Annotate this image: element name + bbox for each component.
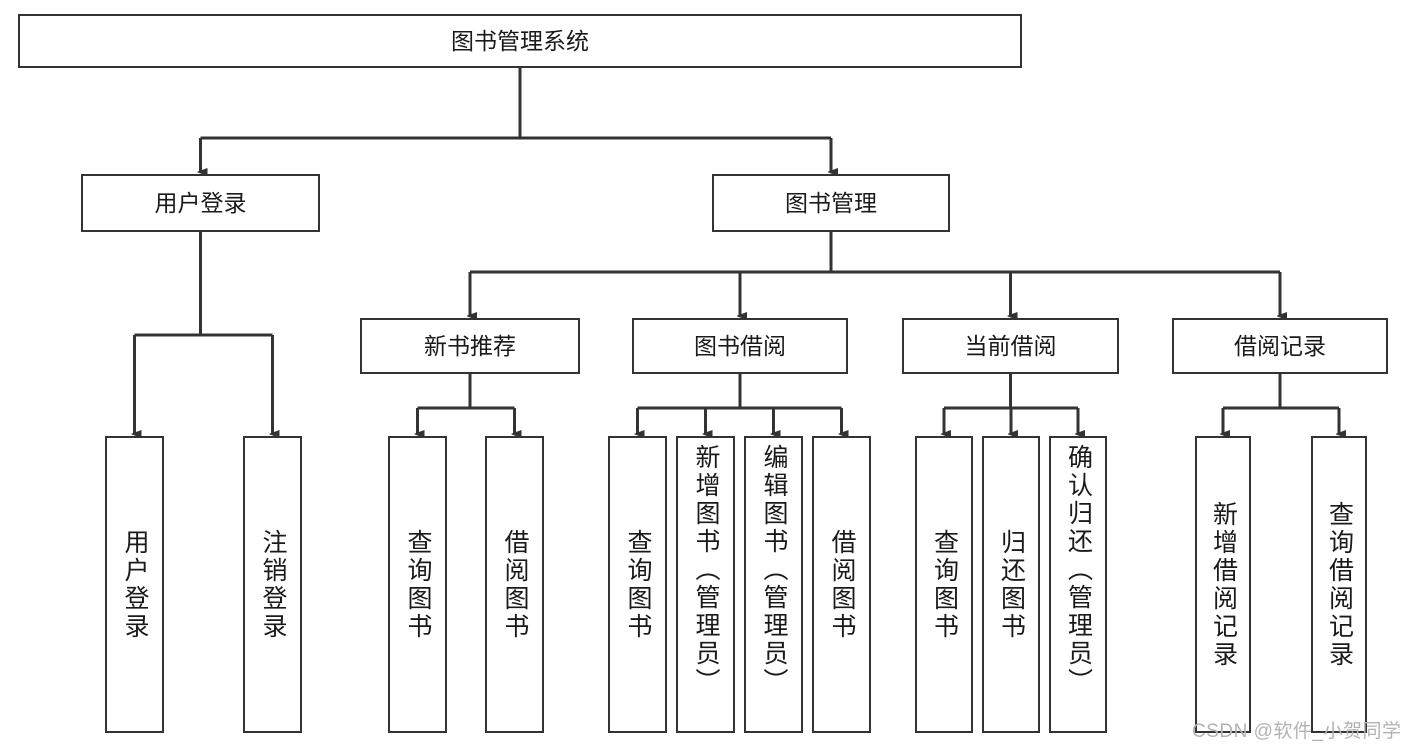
node-label: 编辑图书（管理员） bbox=[760, 444, 788, 696]
node-leaf-logout[interactable]: 注销登录 bbox=[243, 436, 302, 733]
csdn-watermark: CSDN @软件_小贺同学 bbox=[1192, 721, 1402, 742]
node-leaf-edit-book[interactable]: 编辑图书（管理员） bbox=[744, 436, 803, 733]
node-label: 借阅图书 bbox=[828, 528, 856, 641]
node-leaf-borrow-book-1[interactable]: 借阅图书 bbox=[485, 436, 544, 733]
node-leaf-query-record[interactable]: 查询借阅记录 bbox=[1311, 436, 1367, 733]
node-book-manage[interactable]: 图书管理 bbox=[712, 174, 950, 232]
node-new-book-rec[interactable]: 新书推荐 bbox=[360, 318, 580, 374]
node-user-login[interactable]: 用户登录 bbox=[81, 174, 320, 232]
node-leaf-query-book-2[interactable]: 查询图书 bbox=[608, 436, 667, 733]
node-leaf-confirm-return[interactable]: 确认归还（管理员） bbox=[1049, 436, 1107, 733]
node-label: 图书管理系统 bbox=[451, 27, 589, 54]
node-label: 归还图书 bbox=[997, 528, 1026, 641]
node-leaf-user-login[interactable]: 用户登录 bbox=[105, 436, 164, 733]
node-label: 当前借阅 bbox=[964, 332, 1057, 359]
node-leaf-query-book-1[interactable]: 查询图书 bbox=[388, 436, 447, 733]
node-label: 用户登录 bbox=[154, 189, 247, 216]
node-current-borrow[interactable]: 当前借阅 bbox=[902, 318, 1119, 374]
node-label: 新书推荐 bbox=[424, 332, 516, 359]
node-label: 图书借阅 bbox=[694, 332, 786, 359]
node-label: 新增图书（管理员） bbox=[692, 444, 720, 696]
node-label: 用户登录 bbox=[121, 528, 149, 641]
node-leaf-borrow-book-2[interactable]: 借阅图书 bbox=[812, 436, 871, 733]
node-label: 注销登录 bbox=[259, 528, 287, 641]
node-label: 查询图书 bbox=[404, 528, 432, 641]
node-book-borrow[interactable]: 图书借阅 bbox=[632, 318, 848, 374]
node-label: 图书管理 bbox=[785, 189, 877, 216]
node-leaf-add-record[interactable]: 新增借阅记录 bbox=[1195, 436, 1251, 733]
node-leaf-add-book[interactable]: 新增图书（管理员） bbox=[676, 436, 735, 733]
node-label: 查询图书 bbox=[624, 528, 652, 641]
node-label: 借阅记录 bbox=[1234, 332, 1326, 359]
node-label: 新增借阅记录 bbox=[1209, 500, 1238, 669]
node-root[interactable]: 图书管理系统 bbox=[18, 14, 1022, 68]
node-leaf-return-book[interactable]: 归还图书 bbox=[982, 436, 1040, 733]
node-leaf-query-book-3[interactable]: 查询图书 bbox=[915, 436, 973, 733]
node-borrow-record[interactable]: 借阅记录 bbox=[1172, 318, 1388, 374]
node-label: 查询借阅记录 bbox=[1325, 500, 1354, 669]
node-label: 借阅图书 bbox=[501, 528, 529, 641]
node-label: 确认归还（管理员） bbox=[1064, 444, 1093, 696]
node-label: 查询图书 bbox=[930, 528, 959, 641]
